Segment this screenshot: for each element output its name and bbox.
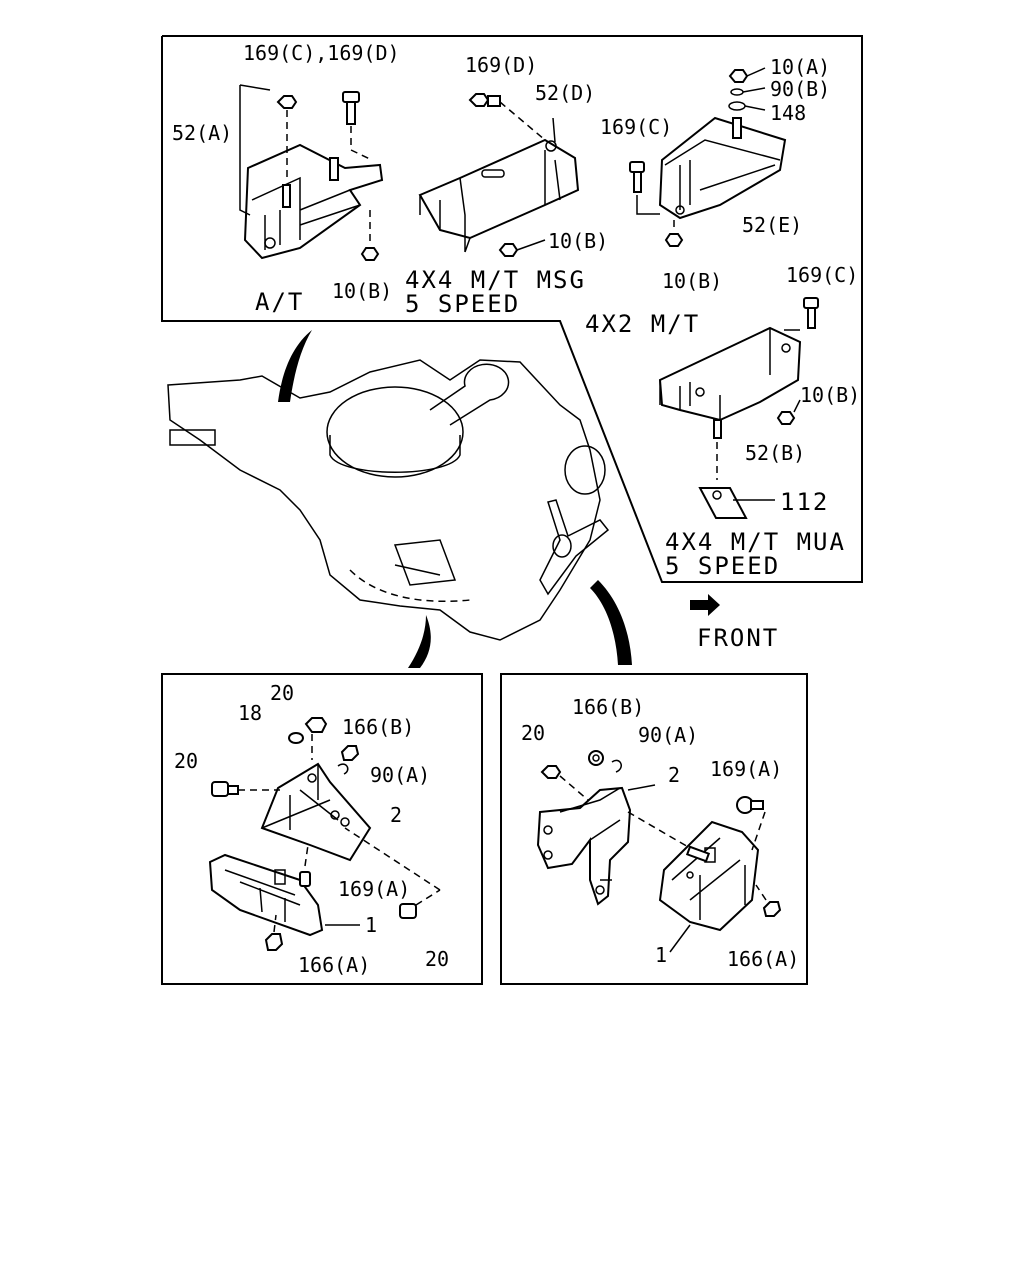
washer-icon [730,87,766,96]
bolt-icon [344,827,441,919]
label-52d: 52(D) [535,81,595,105]
bolt-icon [468,93,546,141]
washer-icon [288,732,304,744]
bolt-icon [304,717,328,760]
bracket-2-drawing [260,762,372,862]
caption-mua-line1: 4X4 M/T MUA [665,528,846,556]
callout-arrow [590,580,632,665]
stud-icon [627,811,711,863]
mount-52b-drawing [658,326,802,439]
front-indicator: FRONT [690,594,779,652]
spring-washer-icon [611,759,622,773]
label-10b-msg: 10(B) [548,229,608,253]
label-169c-mua: 169(C) [786,263,858,287]
label-10a: 10(A) [770,55,830,79]
label-10b-mua: 10(B) [800,383,860,407]
label-52b: 52(B) [745,441,805,465]
nut-icon [664,220,684,247]
label-148: 148 [770,101,806,125]
nut-icon [340,745,360,761]
bracket-112-icon [698,442,775,519]
bolt-icon [342,91,373,161]
bl-label-166b: 166(B) [342,715,414,739]
nut-icon [360,210,380,261]
bl-label-20-bottom: 20 [425,947,449,971]
nut-icon [264,914,284,951]
caption-msg-line2: 5 SPEED [405,290,520,318]
caption-msg-line1: 4X4 M/T MSG [405,266,586,294]
bl-label-20-left: 20 [174,749,198,773]
label-169c-169d: 169(C),169(D) [243,41,400,65]
mount-52d-drawing [418,138,580,253]
br-label-1: 1 [655,943,667,967]
label-90b: 90(B) [770,77,830,101]
mount-1-drawing [658,820,760,932]
bolt-icon [736,796,766,851]
top-panel: 169(C),169(D) 52(A) 10(B) A/T 169(D) 52(… [161,35,863,583]
bottom-left-frame [161,673,483,985]
label-10b-4x2: 10(B) [662,269,722,293]
cooling-fan-icon [539,499,610,596]
nut-icon [276,95,298,180]
bottom-left-panel: 20 18 166(B) 20 90(A) 2 169(A) 1 20 166(… [161,673,483,985]
bl-label-2: 2 [390,803,402,827]
mount-52a-drawing [239,84,384,260]
bracket-2-drawing [536,786,632,906]
br-label-90a: 90(A) [638,723,698,747]
nut-icon [776,399,801,425]
br-label-2: 2 [668,763,680,787]
label-52a: 52(A) [172,121,232,145]
front-label: FRONT [697,624,779,652]
nut-icon [588,750,604,766]
bolt-icon [784,297,819,331]
br-label-20: 20 [521,721,545,745]
engine-drawing [167,330,632,668]
mount-52e-drawing [658,116,787,220]
bolt-icon [540,765,589,801]
br-label-166b: 166(B) [572,695,644,719]
nut-icon [728,67,766,83]
bl-label-169a: 169(A) [338,877,410,901]
bl-label-18: 18 [238,701,262,725]
bl-label-20-top: 20 [270,681,294,705]
top-panel-frame [161,35,863,583]
callout-arrow [408,615,431,668]
mount-1-drawing [208,853,324,937]
bl-label-1: 1 [365,913,377,937]
bolt-icon [299,844,311,887]
br-label-166a: 166(A) [727,947,799,971]
label-10b-at: 10(B) [332,279,392,303]
nut-icon [755,884,782,917]
label-169d: 169(D) [465,53,537,77]
nut-icon [498,239,546,257]
bl-label-90a: 90(A) [370,763,430,787]
bl-label-166a: 166(A) [298,953,370,977]
bottom-right-panel: 166(B) 20 90(A) 2 169(A) 1 166(A) [500,673,808,985]
callout-arrow [278,330,312,402]
label-169c-4x2: 169(C) [600,115,672,139]
washer-icon [728,101,766,111]
br-label-169a: 169(A) [710,757,782,781]
bolt-icon [211,781,280,797]
label-52e: 52(E) [742,213,802,237]
front-arrow-icon [690,594,720,616]
caption-mua-line2: 5 SPEED [665,552,780,580]
caption-at: A/T [255,288,304,316]
bottom-right-frame [500,673,808,985]
spring-washer-icon [337,763,349,775]
bolt-icon [629,161,660,215]
caption-4x2: 4X2 M/T [585,310,700,338]
label-112: 112 [780,488,829,516]
